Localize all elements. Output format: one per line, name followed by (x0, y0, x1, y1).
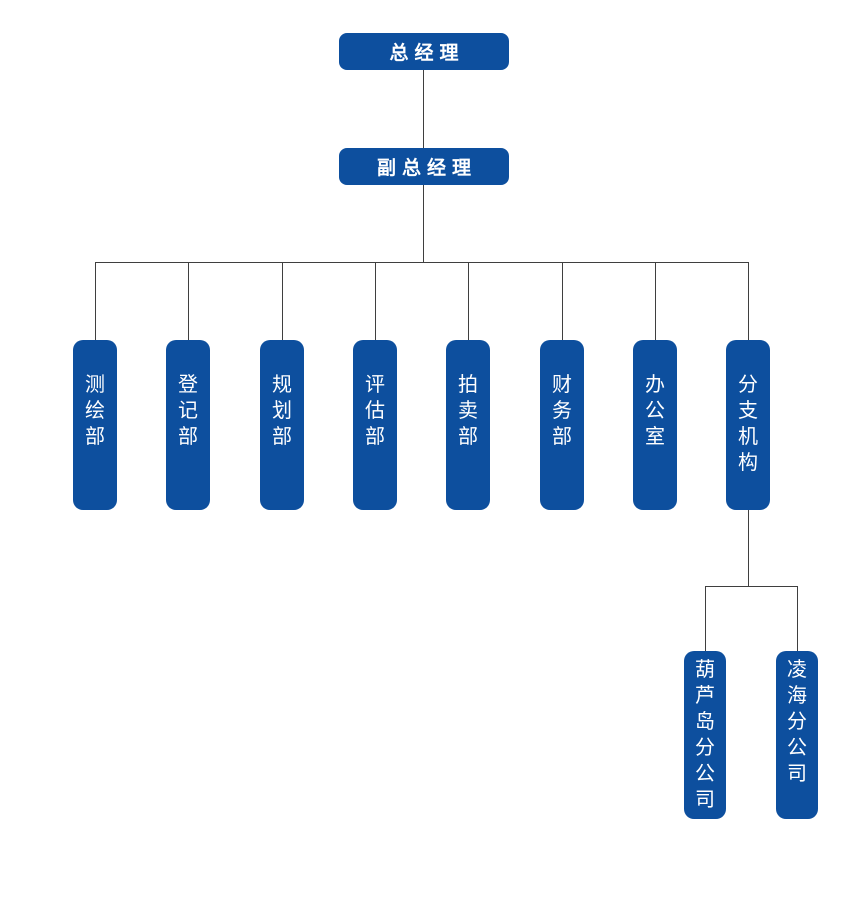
planning-dept-node: 规划部 (260, 340, 304, 510)
connector-root-to-deputy (423, 70, 424, 148)
connector-drop-linghai (797, 586, 798, 651)
huludao-branch-node: 葫芦岛分公司 (684, 651, 726, 819)
connector-drop-finance (562, 262, 563, 340)
evaluation-dept-label: 评估部 (365, 374, 385, 448)
registration-dept-label: 登记部 (178, 374, 198, 448)
office-label: 办公室 (645, 374, 665, 448)
registration-dept-node: 登记部 (166, 340, 210, 510)
surveying-dept-node: 测绘部 (73, 340, 117, 510)
office-node: 办公室 (633, 340, 677, 510)
connector-deputy-to-bus (423, 185, 424, 262)
huludao-branch-label: 葫芦岛分公司 (695, 659, 715, 811)
deputy-general-manager-node: 副总经理 (339, 148, 509, 185)
connector-main-bus (95, 262, 749, 263)
branch-organizations-label: 分支机构 (738, 374, 758, 474)
linghai-branch-node: 凌海分公司 (776, 651, 818, 819)
planning-dept-label: 规划部 (272, 374, 292, 448)
connector-drop-planning (282, 262, 283, 340)
connector-drop-evaluation (375, 262, 376, 340)
surveying-dept-label: 测绘部 (85, 374, 105, 448)
general-manager-label: 总经理 (389, 43, 465, 64)
connector-drop-office (655, 262, 656, 340)
auction-dept-node: 拍卖部 (446, 340, 490, 510)
linghai-branch-label: 凌海分公司 (787, 659, 807, 785)
connector-sub-bus (705, 586, 798, 587)
finance-dept-node: 财务部 (540, 340, 584, 510)
general-manager-node: 总经理 (339, 33, 509, 70)
evaluation-dept-node: 评估部 (353, 340, 397, 510)
branch-organizations-node: 分支机构 (726, 340, 770, 510)
connector-drop-surveying (95, 262, 96, 340)
auction-dept-label: 拍卖部 (458, 374, 478, 448)
finance-dept-label: 财务部 (552, 374, 572, 448)
connector-drop-branch-org (748, 262, 749, 340)
connector-drop-auction (468, 262, 469, 340)
connector-drop-registration (188, 262, 189, 340)
connector-branch-org-to-subbus (748, 510, 749, 586)
connector-drop-huludao (705, 586, 706, 651)
deputy-general-manager-label: 副总经理 (376, 158, 477, 179)
